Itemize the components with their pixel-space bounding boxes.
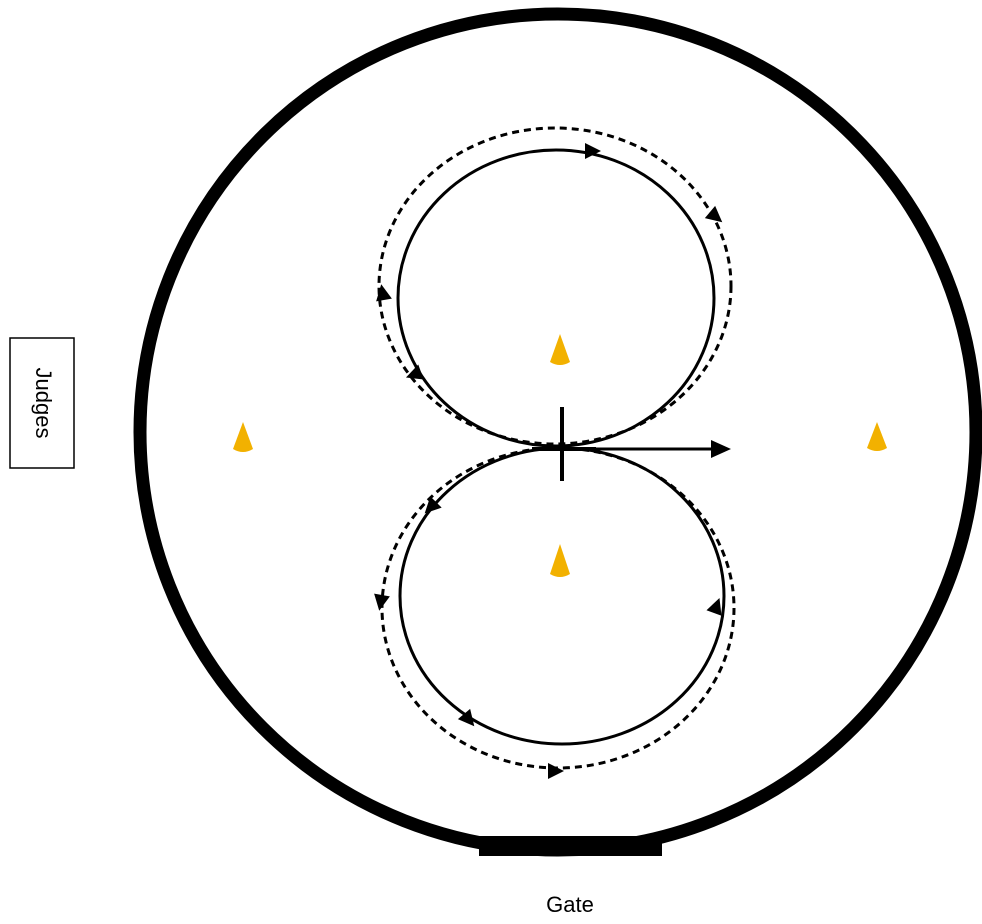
lower-circle-solid-path — [398, 446, 726, 746]
upper-circle-dashed-path — [377, 126, 733, 446]
direction-arrowheads — [374, 143, 723, 779]
arrowhead-icon — [405, 364, 424, 380]
cone-icon — [867, 422, 887, 451]
arrowhead-icon — [376, 284, 392, 302]
judges-box: Judges — [9, 337, 75, 469]
arrowhead-icon — [585, 143, 601, 159]
judges-label: Judges — [31, 368, 56, 439]
arrow-right-icon — [562, 440, 731, 458]
arrowhead-icon — [374, 593, 390, 611]
lower-circle-dashed-path — [380, 446, 736, 770]
gate-bar — [479, 836, 662, 856]
upper-circle-solid-path — [396, 148, 716, 448]
gate-label: Gate — [546, 892, 594, 917]
cone-icon — [233, 422, 253, 452]
cone-icon — [550, 334, 570, 365]
arrowhead-icon — [704, 205, 723, 223]
arrowhead-icon — [457, 708, 475, 727]
arena-wall — [133, 7, 982, 857]
cone-icon — [550, 544, 570, 577]
arrowhead-icon — [548, 763, 564, 779]
cones — [233, 334, 887, 577]
arrowhead-icon — [706, 597, 722, 616]
